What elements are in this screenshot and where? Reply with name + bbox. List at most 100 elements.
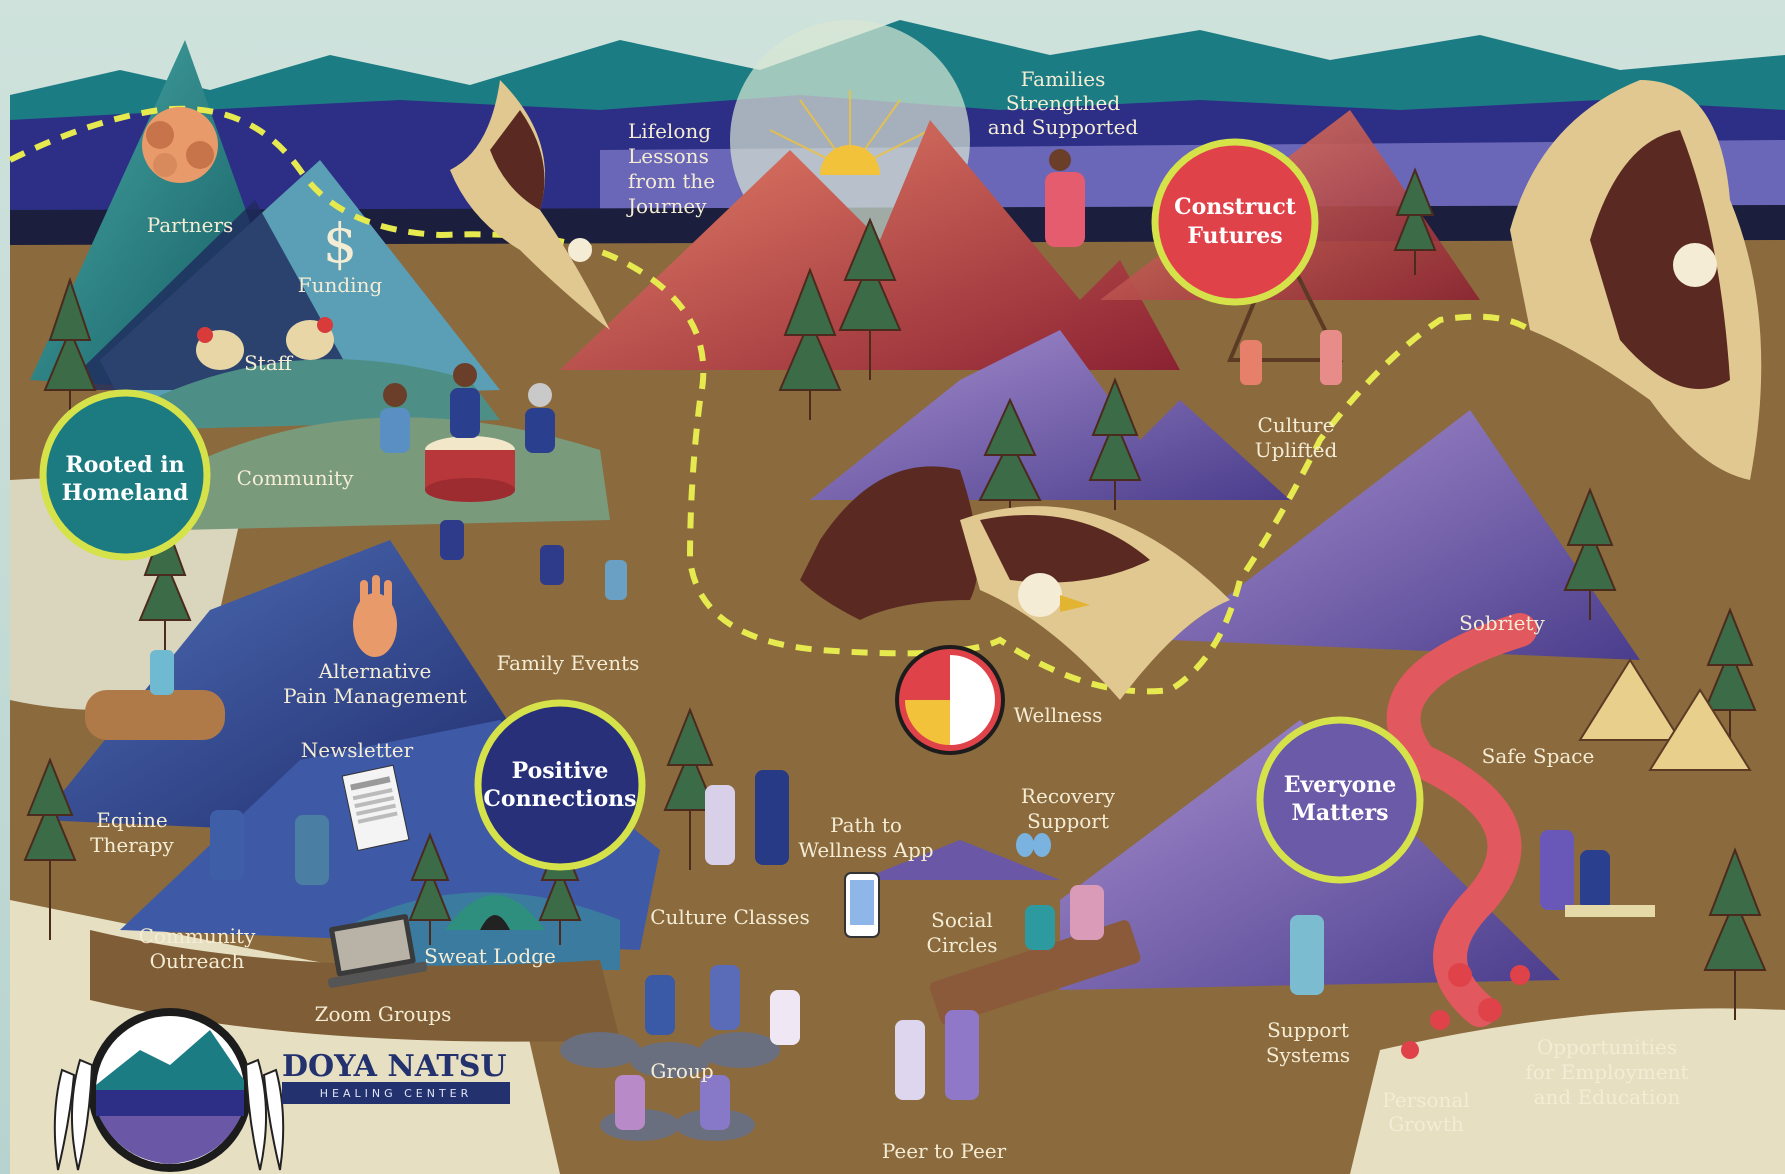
eagle-icon bbox=[450, 80, 610, 330]
person-body bbox=[380, 408, 410, 453]
horse bbox=[85, 690, 225, 740]
label-culture-uplifted: Culture Uplifted bbox=[1255, 413, 1338, 462]
label-recovery-support: Recovery Support bbox=[1021, 784, 1116, 833]
pine-tree-icon bbox=[778, 267, 842, 420]
person-head bbox=[383, 383, 407, 407]
map-labels: Partners Funding Staff Community Lifelon… bbox=[90, 67, 1688, 1163]
label-line: Lifelong bbox=[628, 119, 711, 143]
brown-plain-left bbox=[90, 930, 620, 1042]
person-body bbox=[1045, 172, 1085, 247]
person-body bbox=[605, 560, 627, 600]
mouse-icon bbox=[196, 317, 334, 370]
label-line: Pain Management bbox=[283, 684, 467, 708]
person-body bbox=[755, 770, 789, 865]
purple-peak-right bbox=[1170, 410, 1640, 660]
person-body bbox=[1290, 915, 1324, 995]
pillar-positive-connections: Positive Connections bbox=[474, 699, 646, 871]
brand-subtitle: HEALING CENTER bbox=[320, 1087, 473, 1100]
label-line: Support bbox=[1027, 809, 1109, 833]
label-opportunities: Opportunities for Employment and Educati… bbox=[1525, 1035, 1688, 1109]
brand-subtitle-bar bbox=[282, 1082, 510, 1104]
label-line: from the bbox=[628, 169, 715, 193]
label-line: and Supported bbox=[988, 115, 1139, 139]
person-body bbox=[615, 1075, 645, 1130]
logo-band bbox=[96, 1090, 244, 1116]
label-newsletter: Newsletter bbox=[301, 738, 414, 762]
label-line: and Education bbox=[1534, 1085, 1681, 1109]
logo-ground bbox=[99, 1116, 241, 1164]
label-social-circles: Social Circles bbox=[927, 908, 998, 957]
pine-tree-icon bbox=[1703, 607, 1757, 740]
label-sweat-lodge: Sweat Lodge bbox=[424, 944, 556, 968]
pine-tree-icon bbox=[1088, 377, 1142, 510]
pine-tree-icon bbox=[1393, 167, 1437, 275]
label-line: Circles bbox=[927, 933, 998, 957]
pillar-text: Construct bbox=[1174, 194, 1297, 220]
person-body bbox=[770, 990, 800, 1045]
pillar-text: Matters bbox=[1292, 800, 1389, 826]
laptop-icon bbox=[327, 914, 428, 988]
person-body bbox=[945, 1010, 979, 1100]
person-body bbox=[150, 650, 174, 695]
label-line: Systems bbox=[1266, 1043, 1350, 1067]
eagle-icon bbox=[800, 466, 1230, 700]
label-community: Community bbox=[237, 466, 354, 490]
person-body bbox=[440, 520, 464, 560]
label-line: Outreach bbox=[150, 949, 245, 973]
brand-name: DOYA NATSU bbox=[282, 1049, 507, 1084]
person-head bbox=[453, 363, 477, 387]
label-line: Uplifted bbox=[1255, 438, 1338, 462]
person-body bbox=[450, 388, 480, 438]
person-head bbox=[1049, 149, 1071, 171]
label-lifelong-lessons: Lifelong Lessons from the Journey bbox=[626, 119, 715, 218]
label-line: Social bbox=[931, 908, 993, 932]
medicine-wheel-icon bbox=[895, 645, 1005, 755]
pillar-text: Connections bbox=[483, 786, 636, 812]
label-personal-growth: Personal Growth bbox=[1382, 1088, 1469, 1136]
pillar-text: Futures bbox=[1187, 223, 1282, 249]
person-body bbox=[210, 810, 244, 880]
label-wellness: Wellness bbox=[1014, 703, 1103, 727]
label-zoom-groups: Zoom Groups bbox=[315, 1002, 452, 1026]
person-body bbox=[540, 545, 564, 585]
logo: DOYA NATSU HEALING CENTER bbox=[53, 1008, 510, 1172]
person-body bbox=[645, 975, 675, 1035]
newsletter-icon bbox=[341, 764, 410, 852]
person-body bbox=[1070, 885, 1104, 940]
label-line: Support bbox=[1267, 1018, 1349, 1042]
pine-tree-icon bbox=[838, 217, 902, 380]
pine-trees bbox=[23, 167, 1767, 1020]
handshake-icon bbox=[142, 107, 218, 183]
sweat-lodge bbox=[445, 895, 545, 930]
label-line: Lessons bbox=[628, 144, 709, 168]
person-body bbox=[710, 965, 740, 1030]
label-line: Culture bbox=[1258, 413, 1335, 437]
purple-mountain-small bbox=[860, 840, 1060, 880]
figures bbox=[85, 149, 1655, 1141]
tipi-icon bbox=[1578, 658, 1682, 741]
pillar-everyone-matters: Everyone Matters bbox=[1256, 716, 1424, 884]
cream-foreground-right bbox=[1350, 1008, 1785, 1174]
person-body bbox=[1320, 330, 1342, 385]
sun-rays bbox=[769, 90, 931, 171]
trail-dashed bbox=[8, 105, 1532, 695]
hand-icon bbox=[353, 575, 397, 657]
label-line: Personal bbox=[1382, 1088, 1469, 1112]
pine-tree-icon bbox=[408, 832, 452, 945]
person-body bbox=[705, 785, 735, 865]
purple-range-middle bbox=[810, 330, 1290, 500]
label-line: Families bbox=[1021, 67, 1106, 91]
rock bbox=[560, 1032, 640, 1068]
label-support-systems: Support Systems bbox=[1266, 1018, 1350, 1067]
person-body bbox=[525, 408, 555, 453]
rock bbox=[630, 1042, 710, 1078]
label-alternative-pain: Alternative Pain Management bbox=[283, 659, 467, 708]
label-line: Strengthed bbox=[1006, 91, 1121, 115]
label-line: Growth bbox=[1388, 1112, 1464, 1136]
desk bbox=[1565, 905, 1655, 917]
label-line: for Employment bbox=[1525, 1060, 1688, 1084]
person-body bbox=[1025, 905, 1055, 950]
label-staff: Staff bbox=[244, 351, 294, 375]
green-hill bbox=[140, 359, 500, 430]
pillar-text: Rooted in bbox=[65, 452, 184, 478]
